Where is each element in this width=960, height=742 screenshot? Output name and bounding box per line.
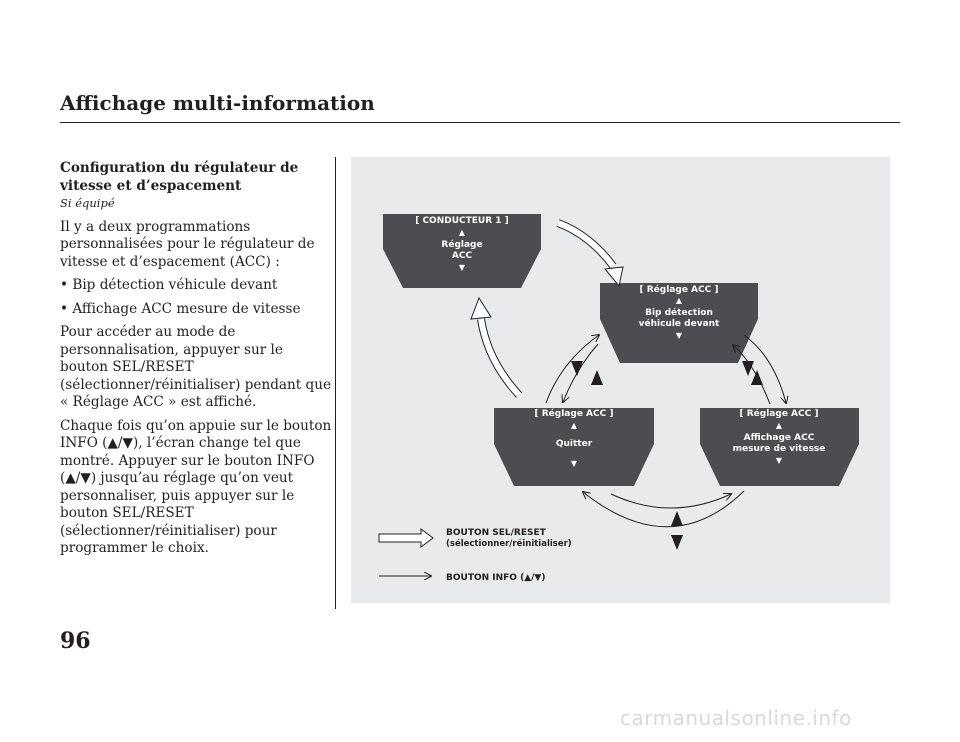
hollow-arrow-head-icon (604, 266, 624, 288)
down-triangle-icon (671, 535, 683, 550)
sel-reset-flow-arrow (477, 318, 522, 398)
screen-line-2: mesure de vitesse (733, 444, 826, 454)
down-arrow-icon: ▼ (776, 456, 783, 465)
bullet-text: Bip détection véhicule devant (72, 277, 278, 293)
screen-bracket-label: [ Réglage ACC ] (640, 284, 719, 295)
column-divider (335, 157, 336, 609)
info-flow-arrow (545, 335, 599, 404)
equipped-note: Si équipé (60, 196, 115, 210)
page-number: 96 (60, 628, 91, 654)
up-triangle-icon (751, 370, 763, 385)
info-flow-arrow (583, 490, 745, 528)
up-arrow-icon: ▲ (459, 228, 466, 237)
screen-line-2: véhicule devant (639, 318, 720, 329)
screen-conducteur: [ CONDUCTEUR 1 ] ▲ Réglage ACC ▼ (383, 214, 541, 288)
info-flow-arrow (563, 343, 599, 402)
intro-paragraph: Il y a deux programmations personnalisée… (60, 218, 315, 270)
screen-line-1: Quitter (556, 439, 593, 449)
acc-menu-diagram: [ CONDUCTEUR 1 ] ▲ Réglage ACC ▼ [ Régla… (351, 157, 890, 603)
legend-sel-reset-sublabel: (sélectionner/réinitialiser) (446, 538, 572, 549)
section-title: Configuration du régulateur de vitesse e… (60, 160, 299, 194)
down-arrow-icon: ▼ (571, 459, 578, 468)
legend-sel-reset-label: BOUTON SEL/RESET (446, 528, 547, 538)
screen-bracket-label: [ CONDUCTEUR 1 ] (415, 216, 509, 226)
access-paragraph: Pour accéder au mode de personnalisation… (60, 324, 332, 410)
info-flow-arrow (610, 494, 731, 509)
screen-affichage-acc: [ Réglage ACC ] ▲ Affichage ACC mesure d… (700, 408, 859, 486)
hollow-arrow-head-icon (470, 296, 492, 320)
up-down-arrows-icon: ▲/▼ (65, 470, 91, 486)
up-arrow-icon: ▲ (571, 421, 578, 430)
text-column: Configuration du régulateur de vitesse e… (60, 160, 332, 564)
down-triangle-icon (742, 361, 754, 376)
screen-bip-detection: [ Réglage ACC ] ▲ Bip détection véhicule… (600, 283, 758, 363)
page-header-title: Affichage multi-information (60, 91, 375, 115)
bullet-item: • Bip détection véhicule devant (60, 277, 278, 293)
screen-line-1: Bip détection (645, 307, 713, 318)
bullet-item: • Affichage ACC mesure de vitesse (60, 300, 301, 317)
legend-sel-reset: BOUTON SEL/RESET (sélectionner/réinitial… (378, 528, 572, 549)
up-down-arrows-icon: ▲/▼ (107, 435, 133, 451)
footer-watermark: carmanualsonline.info (620, 706, 852, 730)
info-text-2: ), l’écran change tel que montré. Appuye… (60, 435, 315, 486)
info-flow-arrow (733, 345, 771, 405)
legend-info-label: BOUTON INFO (▲/▼) (446, 573, 545, 583)
diagram-svg: [ CONDUCTEUR 1 ] ▲ Réglage ACC ▼ [ Régla… (378, 214, 859, 583)
screen-line-1: Réglage (441, 239, 482, 250)
up-arrow-icon: ▲ (676, 296, 683, 305)
hollow-arrow-icon (378, 528, 434, 548)
screen-line-2: ACC (452, 251, 473, 261)
screen-bracket-label: [ Réglage ACC ] (535, 408, 614, 419)
header-rule (60, 122, 900, 123)
up-arrow-icon: ▲ (776, 421, 783, 430)
down-arrow-icon: ▼ (676, 331, 683, 340)
screen-quitter: [ Réglage ACC ] ▲ Quitter ▼ (494, 408, 654, 486)
screen-line-1: Affichage ACC (744, 433, 815, 443)
down-arrow-icon: ▼ (459, 263, 466, 272)
info-text-1: Chaque fois qu’on appuie sur le bouton I… (60, 417, 332, 452)
bullet-text: Affichage ACC mesure de vitesse (72, 300, 301, 317)
info-paragraph: Chaque fois qu’on appuie sur le bouton I… (60, 418, 332, 558)
down-triangle-icon (571, 361, 583, 376)
info-flow-arrow (743, 334, 786, 403)
legend-info: BOUTON INFO (▲/▼) (379, 573, 545, 583)
screen-bracket-label: [ Réglage ACC ] (740, 408, 819, 419)
up-triangle-icon (591, 370, 603, 385)
info-text-3: ) jusqu’au réglage qu’on veut personnali… (60, 470, 295, 556)
up-triangle-icon (671, 511, 683, 526)
